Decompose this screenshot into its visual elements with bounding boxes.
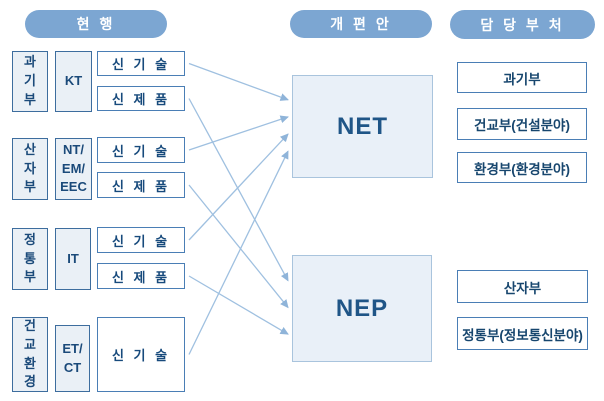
department-box-1: 과기부 [457,62,587,93]
arrow-g1-tech-to-net [188,62,289,101]
arrow-g4-tech-to-net [188,150,289,355]
arrow-g2-tech-to-net [188,115,289,151]
header-pill-current: 현 행 [25,10,167,38]
nep-box: NEP [292,255,432,362]
department-box-4: 산자부 [457,270,588,303]
current-row4-ministry-box: 건 교 환 경 [12,317,48,392]
arrow-g2-product-to-nep [188,184,289,309]
current-row2-new-technology-box: 신 기 술 [97,137,185,163]
department-box-2: 건교부(건설분야) [457,108,587,140]
header-pill-reorganization-plan: 개 편 안 [290,10,432,38]
current-row4-code-box: ET/ CT [55,325,90,392]
current-row2-ministry-box: 산 자 부 [12,138,48,200]
arrow-g3-product-to-nep [188,275,289,335]
current-row2-new-product-box: 신 제 품 [97,172,185,198]
current-row3-ministry-box: 정 통 부 [12,228,48,290]
header-pill-responsible-ministry: 담 당 부 처 [450,10,595,39]
current-row1-ministry-box: 과 기 부 [12,51,48,112]
current-row1-new-product-box: 신 제 품 [97,86,185,111]
current-row3-code-box: IT [55,228,91,290]
current-row2-code-box: NT/ EM/ EEC [55,138,92,200]
net-box: NET [292,75,433,178]
arrow-g3-tech-to-net [188,133,289,241]
current-row1-new-technology-box: 신 기 술 [97,51,185,76]
current-row4-new-technology-box: 신 기 술 [97,317,185,392]
arrow-g1-product-to-nep [188,98,289,282]
current-row1-code-box: KT [55,51,92,112]
department-box-3: 환경부(환경분야) [457,152,587,183]
department-box-5: 정통부(정보통신분야) [457,317,588,350]
current-row3-new-product-box: 신 제 품 [97,263,185,289]
current-row3-new-technology-box: 신 기 술 [97,227,185,253]
